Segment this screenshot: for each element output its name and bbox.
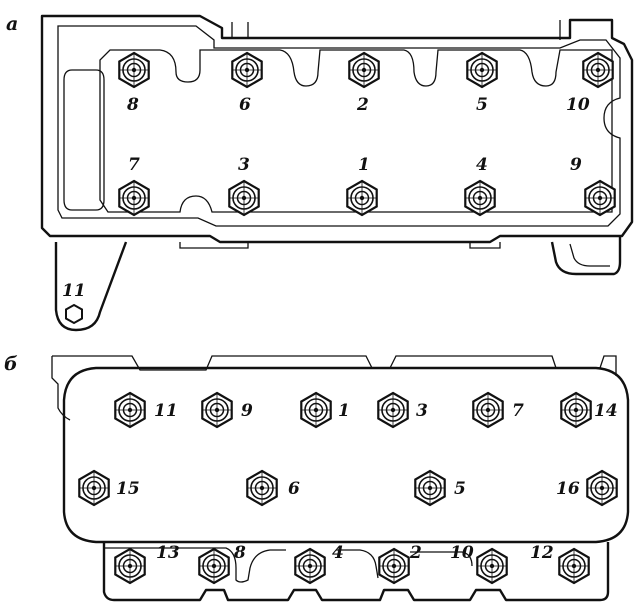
bolt-label: 1 <box>338 401 350 421</box>
bolt-label: 7 <box>128 155 140 175</box>
bolt-label: 8 <box>233 543 246 563</box>
bolt-label: 12 <box>530 543 554 563</box>
bolt <box>245 469 279 507</box>
panel-a-label: а <box>6 13 18 35</box>
bolt-label: 16 <box>556 479 580 499</box>
bolt-label: 9 <box>570 155 582 175</box>
bolt-label-11: 11 <box>62 281 86 301</box>
bolt-label: 13 <box>156 543 180 563</box>
bolt-label: 5 <box>454 479 466 499</box>
bolt <box>475 547 509 585</box>
bolt <box>581 51 615 89</box>
bolt <box>77 469 111 507</box>
bolt <box>583 179 617 217</box>
panel-b-label: б <box>4 353 18 375</box>
bolt <box>377 547 411 585</box>
bolt <box>471 391 505 429</box>
bolt <box>200 391 234 429</box>
bolt <box>293 547 327 585</box>
bolt-label: 3 <box>416 401 428 421</box>
bolt-11-hex <box>65 303 83 325</box>
bolt-label: 5 <box>476 95 488 115</box>
bolt-label: 10 <box>566 95 590 115</box>
bolt-label: 10 <box>450 543 474 563</box>
bolt <box>585 469 619 507</box>
bolt-label: 2 <box>409 543 422 563</box>
bolt <box>117 51 151 89</box>
bolt <box>413 469 447 507</box>
bolt <box>345 179 379 217</box>
bolt <box>463 179 497 217</box>
bolt-label: 2 <box>356 95 369 115</box>
bolt <box>113 547 147 585</box>
panel-b-head-outline <box>51 355 630 602</box>
bolt <box>347 51 381 89</box>
bolt-label: 4 <box>332 543 344 563</box>
bolt <box>299 391 333 429</box>
bolt-label: 11 <box>154 401 178 421</box>
bolt <box>559 391 593 429</box>
bolt <box>230 51 264 89</box>
panel-a-head-outline <box>40 14 634 332</box>
bolt-label: 3 <box>238 155 250 175</box>
bolt <box>113 391 147 429</box>
bolt <box>227 179 261 217</box>
bolt <box>197 547 231 585</box>
bolt-label: 9 <box>241 401 253 421</box>
bolt <box>117 179 151 217</box>
bolt-label: 6 <box>239 95 251 115</box>
bolt-label: 4 <box>476 155 488 175</box>
bolt-label: 7 <box>512 401 524 421</box>
bolt-label: 15 <box>116 479 140 499</box>
bolt-label: 14 <box>594 401 618 421</box>
bolt <box>376 391 410 429</box>
bolt-label: 1 <box>358 155 370 175</box>
bolt-label: 8 <box>126 95 139 115</box>
bolt <box>557 547 591 585</box>
bolt-label: 6 <box>288 479 300 499</box>
bolt <box>465 51 499 89</box>
